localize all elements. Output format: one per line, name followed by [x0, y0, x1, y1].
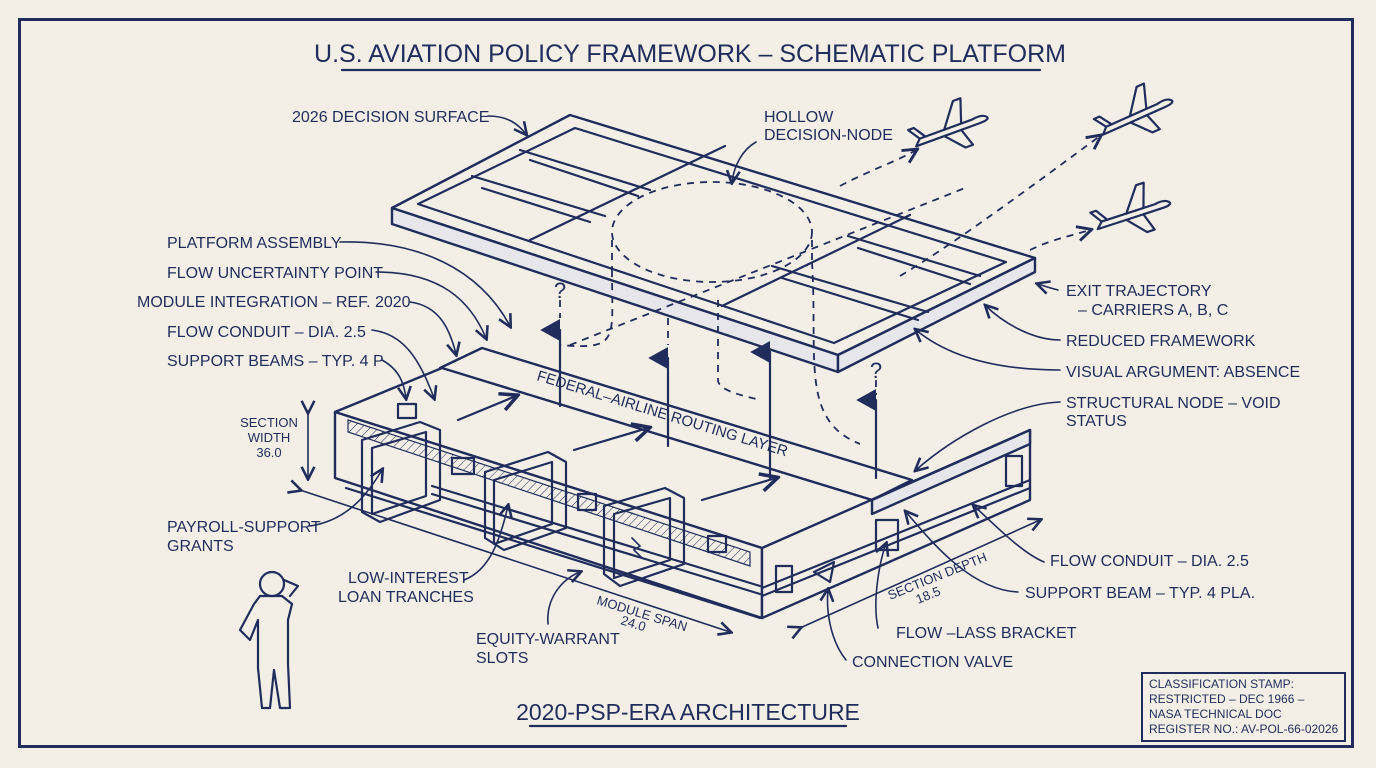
- label-support-beams: SUPPORT BEAMS – TYP. 4 P: [167, 353, 384, 370]
- label-flow-uncertainty: FLOW UNCERTAINTY POINT: [167, 265, 383, 282]
- question-mark-2: ?: [870, 358, 882, 383]
- label-payroll-2: GRANTS: [167, 538, 234, 555]
- page-title: U.S. AVIATION POLICY FRAMEWORK – SCHEMAT…: [314, 40, 1066, 68]
- label-equity-1: EQUITY-WARRANT: [476, 631, 620, 648]
- label-visual-argument: VISUAL ARGUMENT: ABSENCE: [1066, 364, 1300, 381]
- label-loan-2: LOAN TRANCHES: [338, 589, 474, 606]
- label-exit-1: EXIT TRAJECTORY: [1066, 283, 1212, 300]
- exit-trajectories: [839, 136, 1100, 277]
- question-mark-1: ?: [554, 278, 566, 303]
- human-figure-icon: [238, 570, 300, 710]
- flow-arrows-up: [540, 187, 966, 480]
- label-section-width-3: 36.0: [256, 445, 281, 460]
- subtitle: 2020-PSP-ERA ARCHITECTURE: [516, 699, 860, 725]
- label-platform-assembly: PLATFORM ASSEMBLY: [167, 235, 342, 252]
- label-loan-1: LOW-INTEREST: [348, 570, 469, 587]
- leader-lines: [300, 115, 1061, 661]
- label-decision-surface: 2026 DECISION SURFACE: [292, 109, 489, 126]
- label-exit-2: – CARRIERS A, B, C: [1078, 302, 1228, 319]
- plane-icon-3: [1089, 181, 1172, 234]
- label-hollow-2: DECISION-NODE: [764, 127, 893, 144]
- label-section-width-2: WIDTH: [248, 430, 291, 445]
- label-structural-2: STATUS: [1066, 413, 1127, 430]
- classification-stamp: CLASSIFICATION STAMP: RESTRICTED – DEC 1…: [1141, 672, 1346, 742]
- label-payroll-1: PAYROLL-SUPPORT: [167, 519, 321, 536]
- stamp-line-3: NASA TECHNICAL DOC: [1149, 707, 1282, 721]
- drawing-border: [18, 18, 1354, 748]
- plane-icon-1: [907, 97, 989, 149]
- plane-icon-2: [1092, 82, 1174, 136]
- label-structural-1: STRUCTURAL NODE – VOID: [1066, 395, 1281, 412]
- label-flow-bracket: FLOW –LASS BRACKET: [896, 625, 1077, 642]
- stamp-line-1: CLASSIFICATION STAMP:: [1149, 677, 1294, 691]
- label-connection-valve: CONNECTION VALVE: [852, 654, 1013, 671]
- label-equity-2: SLOTS: [476, 650, 528, 667]
- label-flow-conduit-right: FLOW CONDUIT – DIA. 2.5: [1050, 553, 1249, 570]
- label-module-integration: MODULE INTEGRATION – REF. 2020: [137, 294, 411, 311]
- stamp-line-4: REGISTER NO.: AV-POL-66-02026: [1149, 722, 1339, 736]
- label-flow-conduit-left: FLOW CONDUIT – DIA. 2.5: [167, 324, 366, 341]
- label-section-width-1: SECTION: [240, 415, 298, 430]
- label-module-span-2: 24.0: [619, 613, 648, 635]
- decision-surface-frame: [390, 113, 1037, 374]
- label-hollow-1: HOLLOW: [764, 109, 834, 126]
- label-reduced: REDUCED FRAMEWORK: [1066, 333, 1256, 350]
- label-support-beam: SUPPORT BEAM – TYP. 4 PLA.: [1025, 585, 1255, 602]
- stamp-line-2: RESTRICTED – DEC 1966 –: [1149, 692, 1305, 706]
